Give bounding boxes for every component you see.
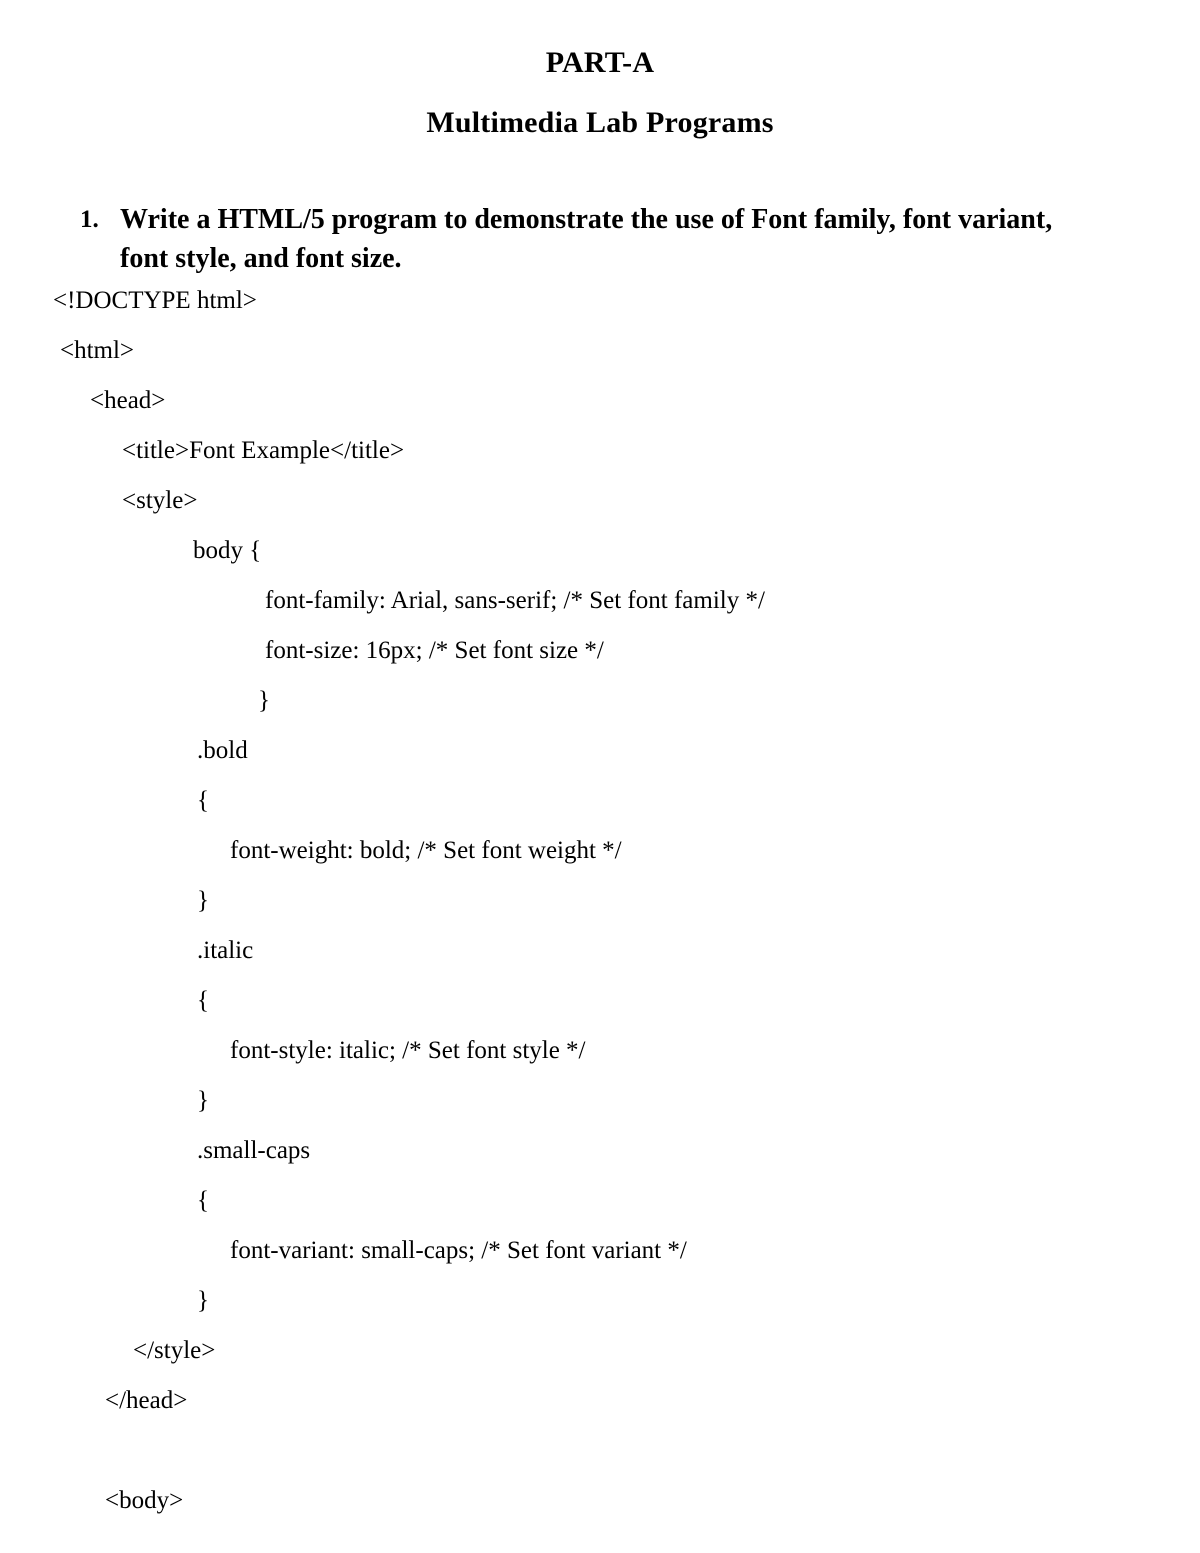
code-line-text: .italic <box>197 937 254 964</box>
code-line-text: .small-caps <box>197 1137 311 1164</box>
code-line-text: body { <box>193 537 262 564</box>
code-line <box>0 1426 1200 1476</box>
code-line-text: { <box>197 1187 209 1214</box>
code-line: { <box>0 776 1200 826</box>
code-line: .bold <box>0 726 1200 776</box>
code-line-text: </head> <box>105 1387 188 1414</box>
code-line: { <box>0 976 1200 1026</box>
question-number: 1. <box>80 206 99 233</box>
code-line: <!DOCTYPE html> <box>0 276 1200 326</box>
question-item: 1. Write a HTML/5 program to demonstrate… <box>80 200 1070 278</box>
code-line: } <box>0 1276 1200 1326</box>
code-listing: <!DOCTYPE html> <html> <head> <title>Font E… <box>0 276 1200 1526</box>
code-line-text: } <box>197 1087 209 1114</box>
code-line: font-weight: bold; /* Set font weight */ <box>0 826 1200 876</box>
part-heading: PART-A <box>545 46 655 79</box>
code-line: } <box>0 876 1200 926</box>
code-line: body { <box>0 526 1200 576</box>
code-line-text: { <box>197 987 209 1014</box>
question-text: Write a HTML/5 program to demonstrate th… <box>120 204 1053 274</box>
code-line-text: <head> <box>90 387 166 414</box>
code-line: <html> <box>0 326 1200 376</box>
code-line: .small-caps <box>0 1126 1200 1176</box>
code-line: .italic <box>0 926 1200 976</box>
code-line-text: <title>Font Example</title> <box>122 437 405 464</box>
code-line: } <box>0 676 1200 726</box>
code-line-text: font-family: Arial, sans-serif; /* Set f… <box>265 587 765 614</box>
code-line-text: font-variant: small-caps; /* Set font va… <box>230 1237 687 1264</box>
code-line-text: <style> <box>122 487 198 514</box>
code-line-text: <html> <box>60 337 135 364</box>
code-line: } <box>0 1076 1200 1126</box>
code-line-text: .bold <box>197 737 248 764</box>
code-line-text: <!DOCTYPE html> <box>53 287 257 314</box>
code-line-text: } <box>258 687 270 714</box>
code-line-text: } <box>197 887 209 914</box>
code-line: <title>Font Example</title> <box>0 426 1200 476</box>
code-line: font-family: Arial, sans-serif; /* Set f… <box>0 576 1200 626</box>
code-line-text: font-size: 16px; /* Set font size */ <box>265 637 604 664</box>
code-line: <body> <box>0 1476 1200 1526</box>
code-line: <head> <box>0 376 1200 426</box>
code-line-text: font-weight: bold; /* Set font weight */ <box>230 837 622 864</box>
code-line-text: { <box>197 787 209 814</box>
code-line: font-size: 16px; /* Set font size */ <box>0 626 1200 676</box>
subtitle-heading: Multimedia Lab Programs <box>426 106 774 139</box>
code-line-text: } <box>197 1287 209 1314</box>
code-line: font-style: italic; /* Set font style */ <box>0 1026 1200 1076</box>
code-line: font-variant: small-caps; /* Set font va… <box>0 1226 1200 1276</box>
code-line: { <box>0 1176 1200 1226</box>
code-line: </style> <box>0 1326 1200 1376</box>
code-line: <style> <box>0 476 1200 526</box>
code-line-text: </style> <box>133 1337 216 1364</box>
code-line-text: font-style: italic; /* Set font style */ <box>230 1037 586 1064</box>
code-line-text: <body> <box>105 1487 184 1514</box>
code-line: </head> <box>0 1376 1200 1426</box>
